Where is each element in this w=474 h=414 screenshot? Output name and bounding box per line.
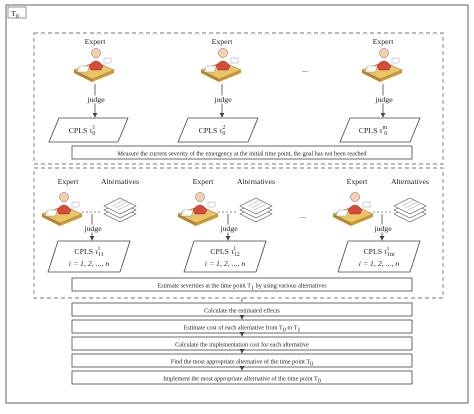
outer-frame (5, 4, 469, 404)
stage1-caption-box (71, 145, 413, 160)
expert-desk-icon (73, 48, 115, 83)
judge-label: judge (219, 224, 238, 233)
stage1-caption: Measure the current severity of the emer… (117, 151, 367, 158)
expert-desk-icon (361, 48, 403, 83)
cpls-parallelogram (339, 117, 421, 143)
judge-label: judge (86, 95, 105, 104)
stage1-box (33, 32, 444, 165)
ellipsis: ... (300, 211, 306, 220)
expert-desk-icon (332, 192, 374, 227)
judge-label: judge (213, 95, 232, 104)
alternatives-label: Alternatives (101, 177, 139, 186)
stage2-box (33, 167, 444, 299)
documents-icon (239, 197, 273, 223)
stage2-caption-box (71, 277, 413, 292)
cpls-parallelogram (47, 240, 131, 273)
judge-label: judge (83, 224, 102, 233)
cpls-parallelogram (337, 240, 421, 273)
frame-title: T0 (11, 9, 19, 20)
expert-label: Expert (85, 37, 107, 46)
cpls-parallelogram (177, 117, 259, 143)
step-label-5: Implement the most appropriate alternati… (163, 376, 321, 385)
expert-label: Expert (212, 37, 234, 46)
expert-desk-icon (41, 192, 83, 227)
range-label: i = 1, 2, ..., n (359, 259, 400, 268)
expert-desk-icon (200, 48, 242, 83)
alternatives-label: Alternatives (391, 177, 429, 186)
step-label-1: Calculate the estimated effects (204, 308, 280, 315)
frame-tab (7, 6, 27, 19)
cpls-parallelogram (183, 240, 267, 273)
expert-label: Expert (373, 37, 395, 46)
alternatives-label: Alternatives (237, 177, 275, 186)
expert-label: Expert (193, 177, 215, 186)
cpls-parallelogram (48, 117, 129, 143)
stage2-caption: Estimate severities at the time point T1… (157, 283, 327, 292)
judge-label: judge (374, 95, 393, 104)
range-label: i = 1, 2, ..., n (69, 259, 110, 268)
judge-label: judge (373, 224, 392, 233)
expert-label: Expert (58, 177, 80, 186)
documents-icon (393, 197, 427, 223)
step-label-4: Find the most appropriate alternative of… (171, 359, 313, 368)
step-box-5 (71, 370, 413, 385)
range-label: i = 1, 2, ..., n (205, 259, 246, 268)
step-label-3: Calculate the implementation cost for ea… (175, 342, 309, 349)
expert-label: Expert (347, 177, 369, 186)
ellipsis: ... (302, 65, 308, 74)
expert-desk-icon (177, 192, 219, 227)
documents-icon (103, 197, 137, 223)
step-label-2: Estimate cost of each alternative from T… (184, 325, 301, 334)
